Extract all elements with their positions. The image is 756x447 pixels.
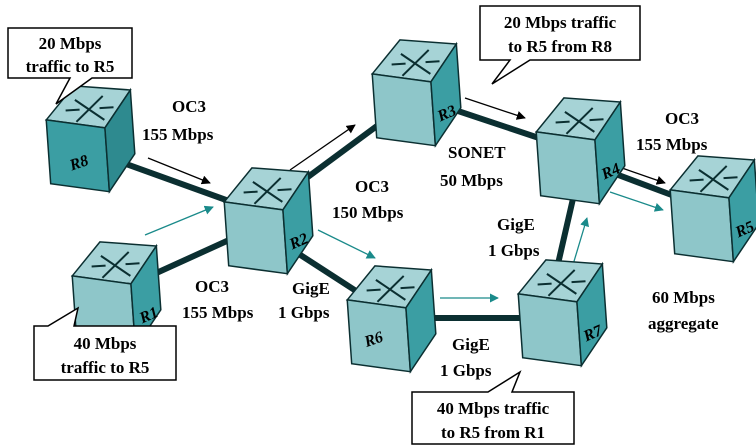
callout-r8-line1: 20 Mbps [39,34,102,53]
aggregate-label-line2: aggregate [648,314,719,333]
aggregate-label-line1: 60 Mbps [652,288,715,307]
callout-r1-line1: 40 Mbps [74,334,137,353]
callout-top: 20 Mbps traffic to R5 from R8 [479,5,641,85]
arrow-r4-r5-teal [609,191,664,212]
link-label-r6-r7-rate: 1 Gbps [440,361,492,380]
link-label-r2-r3-type: OC3 [355,177,389,196]
traffic-arrows [144,97,666,303]
link-label-r8-r2-type: OC3 [172,97,206,116]
callout-bottom-line2: to R5 from R1 [441,423,545,442]
arrow-r8-r2 [147,157,211,185]
link-label-r7-r4-rate: 1 Gbps [488,241,540,260]
router-label-r5: R5 [732,218,756,242]
router-label-r2: R2 [286,230,311,254]
router-r2: R2 [222,167,314,276]
link-label-r4-r5-rate: 155 Mbps [636,135,708,154]
router-r7: R7 [516,259,608,368]
link-label-r2-r6-type: GigE [292,279,330,298]
callout-top-line2: to R5 from R8 [508,37,612,56]
link-label-r2-r3-rate: 150 Mbps [332,203,404,222]
router-label-r3: R3 [434,102,459,126]
callout-r1: 40 Mbps traffic to R5 [33,306,177,381]
link-label-r3-r4-rate: 50 Mbps [440,171,503,190]
link-label-r7-r4-type: GigE [497,215,535,234]
arrow-r7-r4 [571,217,590,269]
router-label-r6: R6 [361,329,385,351]
link-label-r2-r6-rate: 1 Gbps [278,303,330,322]
link-label-r8-r2-rate: 155 Mbps [142,125,214,144]
arrow-r4-r5-black [621,167,666,185]
link-label-r3-r4-type: SONET [448,143,506,162]
router-label-r8: R8 [67,152,91,174]
arrow-r2-r3 [289,124,356,171]
link-label-r1-r2-rate: 155 Mbps [182,303,254,322]
link-label-r1-r2-type: OC3 [195,277,229,296]
router-r3: R3 [370,39,462,148]
callout-r8: 20 Mbps traffic to R5 [7,27,133,105]
callout-r1-line2: traffic to R5 [61,358,150,377]
router-label-r7: R7 [580,322,606,346]
router-r5: R5 [668,155,756,264]
link-r8-r2 [112,157,243,208]
router-label-r4: R4 [598,160,623,184]
link-label-r4-r5-type: OC3 [665,109,699,128]
router-r6: R6 [345,265,437,374]
router-r4: R4 [534,97,626,206]
callout-r8-line2: traffic to R5 [26,57,115,76]
router-label-r1: R1 [136,304,161,328]
arrow-r2-r6 [317,229,376,259]
callout-bottom: 40 Mbps traffic to R5 from R1 [411,370,575,445]
link-label-r6-r7-type: GigE [452,335,490,354]
callout-bottom-line1: 40 Mbps traffic [437,399,550,418]
arrow-r1-r2 [144,205,214,236]
callout-top-line1: 20 Mbps traffic [504,13,617,32]
arrow-r3-r4 [464,97,526,120]
